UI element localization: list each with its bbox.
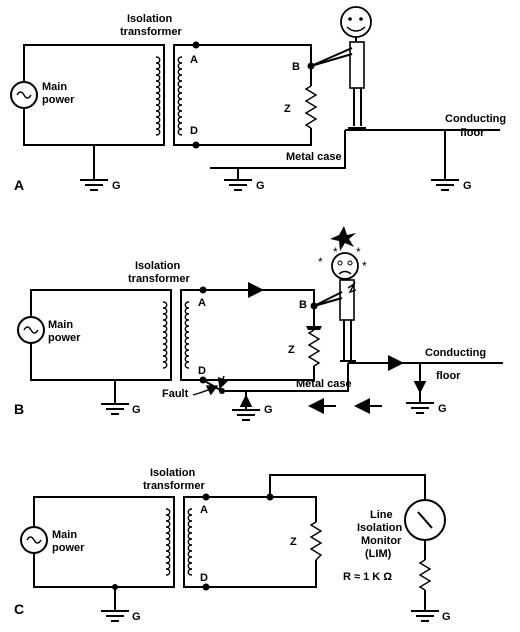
- node-a-label: A: [200, 504, 208, 516]
- node-b-label: B: [292, 61, 300, 73]
- svg-text:*: *: [356, 245, 361, 259]
- main-power-label-line1: Main: [48, 319, 73, 331]
- lim-label-line1: Line: [370, 509, 393, 521]
- node-d-label: D: [200, 572, 208, 584]
- node-d-label: D: [190, 125, 198, 137]
- node-a: [192, 41, 200, 49]
- impedance-label: Z: [284, 103, 291, 115]
- primary-coil: [155, 56, 161, 136]
- secondary-coil: [177, 56, 183, 136]
- main-power-label-line1: Main: [52, 529, 77, 541]
- fault-pointer-arrow: [192, 385, 219, 396]
- ground-label: G: [442, 611, 451, 623]
- node-d-label: D: [198, 365, 206, 377]
- svg-text:*: *: [318, 255, 323, 269]
- impedance-label: Z: [290, 536, 297, 548]
- lim-meter-needle: [417, 511, 433, 529]
- sine-wave-icon: [23, 326, 39, 334]
- ground-symbol-icon: [431, 179, 459, 191]
- panel-a-label: A: [14, 177, 24, 193]
- ground-symbol-icon: [101, 610, 129, 622]
- fault-pointer-arrow: [217, 375, 229, 390]
- ground-symbol-icon: [406, 402, 434, 414]
- fault-label: Fault: [162, 388, 189, 400]
- conducting-floor-label-line2: floor: [460, 127, 485, 139]
- ground-symbol-icon: [101, 403, 129, 415]
- node-a: [199, 286, 207, 294]
- main-power-label-line1: Main: [42, 81, 67, 93]
- ground-symbol-icon: [411, 610, 439, 622]
- isolation-transformer-label-line1: Isolation: [135, 260, 181, 272]
- svg-text:*: *: [333, 245, 338, 259]
- ground-label: G: [112, 180, 121, 192]
- panel-c-label: C: [14, 601, 24, 617]
- panel-b-label: B: [14, 401, 24, 417]
- node-a-label: A: [190, 54, 198, 66]
- node-a: [202, 493, 210, 501]
- ground-label: G: [463, 180, 472, 192]
- panel-c: C Isolation transformer Main power G A D…: [14, 467, 451, 623]
- ground-symbol-icon: [224, 179, 252, 191]
- sine-wave-icon: [26, 536, 42, 544]
- impedance-label: Z: [288, 344, 295, 356]
- ground-symbol-icon: [232, 409, 260, 421]
- panel-b: B Isolation transformer Main power G A D…: [14, 226, 503, 421]
- lim-connection-wire: [269, 474, 426, 500]
- metal-case: [210, 130, 346, 169]
- main-power-label-line2: power: [42, 94, 75, 106]
- impedance-resistor: [304, 85, 318, 129]
- metal-case-label: Metal case: [286, 151, 342, 163]
- lim-resistor: [418, 559, 432, 591]
- primary-coil: [165, 508, 171, 576]
- lim-label-line2: Isolation: [357, 522, 403, 534]
- ground-label: G: [256, 180, 265, 192]
- main-power-label-line2: power: [52, 542, 85, 554]
- svg-text:*: *: [362, 259, 367, 273]
- person-figure-shocked-icon: * * * *: [313, 226, 367, 362]
- impedance-resistor: [307, 329, 321, 367]
- node-d: [202, 583, 210, 591]
- conducting-floor-label-line1: Conducting: [445, 113, 506, 125]
- isolation-transformer-label-line2: transformer: [143, 480, 205, 492]
- conducting-floor-label-line1: Conducting: [425, 347, 486, 359]
- lim-label-line3: Monitor: [361, 535, 402, 547]
- main-power-label-line2: power: [48, 332, 81, 344]
- ground-label: G: [132, 611, 141, 623]
- isolation-transformer-label-line1: Isolation: [150, 467, 196, 479]
- lim-label-line4: (LIM): [365, 548, 392, 560]
- ground-label: G: [132, 404, 141, 416]
- metal-case: [222, 363, 349, 392]
- sine-wave-icon: [16, 91, 32, 99]
- person-figure-happy-icon: [310, 6, 372, 129]
- panel-a: A Isolation transformer Main power G A D…: [10, 6, 506, 193]
- impedance-resistor: [309, 521, 323, 561]
- ground-symbol-icon: [80, 179, 108, 191]
- fault-path: [202, 379, 223, 392]
- node-b-label: B: [299, 299, 307, 311]
- lim-resistance-label: R ≈ 1 K Ω: [343, 571, 392, 583]
- primary-coil: [162, 301, 168, 369]
- secondary-coil: [187, 508, 193, 576]
- ground-label: G: [438, 403, 447, 415]
- isolation-transformer-label-line1: Isolation: [127, 13, 173, 25]
- ground-label: G: [264, 404, 273, 416]
- secondary-coil: [184, 301, 190, 369]
- node-a-label: A: [198, 297, 206, 309]
- conducting-floor-label-line2: floor: [436, 370, 461, 382]
- metal-case-label: Metal case: [296, 378, 352, 390]
- node-d: [192, 141, 200, 149]
- isolation-transformer-label-line2: transformer: [120, 26, 182, 38]
- isolation-transformer-label-line2: transformer: [128, 273, 190, 285]
